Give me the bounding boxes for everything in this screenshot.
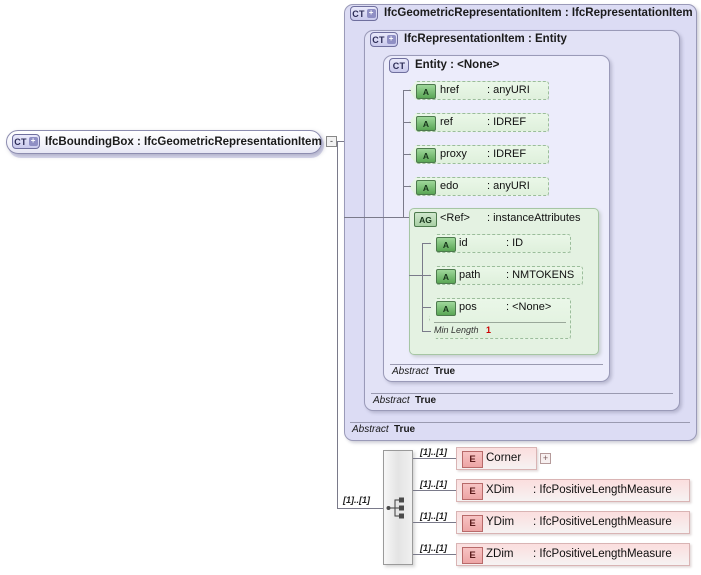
abstract-divider-l1	[350, 422, 690, 423]
element-multiplicity-ydim: [1]..[1]	[420, 511, 447, 521]
connector-root-trunk	[337, 141, 338, 508]
ct-badge-icon-root: CT+	[12, 134, 40, 149]
connector-seq-zdim	[413, 554, 458, 555]
ct-badge-icon-l3: CT	[389, 58, 409, 73]
attribute-type-href: : anyURI	[487, 84, 530, 96]
connector-seq-ydim	[413, 522, 458, 523]
connector-attr-proxy	[403, 154, 411, 155]
element-name-ydim: YDim	[486, 516, 515, 528]
element-name-corner: Corner	[486, 452, 522, 464]
attribute-name-id: id	[459, 237, 468, 249]
connector-ag-pos	[422, 307, 431, 308]
attribute-name-proxy: proxy	[440, 148, 467, 160]
connector-ag-spine	[422, 243, 423, 331]
element-multiplicity-zdim: [1]..[1]	[420, 543, 447, 553]
attribute-badge-icon-ref: A	[416, 116, 436, 131]
expand-plus-icon-l2: +	[386, 35, 396, 44]
element-name-xdim: XDim	[486, 484, 515, 496]
root-title: IfcBoundingBox : IfcGeometricRepresentat…	[45, 136, 322, 148]
element-expander-corner[interactable]: +	[540, 453, 551, 464]
attribute-group-name: <Ref>	[440, 212, 470, 224]
connector-ag-id	[422, 243, 431, 244]
sequence-compositor-icon	[386, 497, 404, 519]
connector-seq-xdim	[413, 490, 458, 491]
ct-badge-text-root: CT	[14, 136, 27, 147]
attribute-name-path: path	[459, 269, 481, 281]
attribute-name-pos: pos	[459, 301, 477, 313]
attribute-badge-icon-href: A	[416, 84, 436, 99]
connector-inner-horizontal-ag	[344, 217, 409, 218]
root-complextype-ifcboundingbox[interactable]	[6, 130, 322, 154]
connector-ag-entry	[409, 275, 422, 276]
connector-root-horizontal	[337, 141, 344, 142]
container-title-l1: IfcGeometricRepresentationItem : IfcRepr…	[384, 7, 693, 19]
facet-label-min-length: Min Length	[434, 325, 479, 335]
ct-badge-icon-l1: CT+	[350, 6, 378, 21]
abstract-value-l1: True	[394, 424, 416, 435]
connector-attr-href	[403, 90, 411, 91]
attribute-type-id: : ID	[506, 237, 524, 249]
connector-ag-path	[422, 275, 431, 276]
element-type-ydim: : IfcPositiveLengthMeasure	[533, 516, 672, 528]
attribute-group-type: : instanceAttributes	[487, 212, 581, 224]
ct-badge-text-l2: CT	[372, 34, 385, 45]
attribute-badge-icon-edo: A	[416, 180, 436, 195]
element-badge-icon-corner: E	[462, 451, 483, 468]
expand-plus-icon-l1: +	[366, 9, 376, 18]
element-multiplicity-xdim: [1]..[1]	[420, 479, 447, 489]
facet-value-min-length: 1	[486, 325, 492, 335]
abstract-label-l3: Abstract	[392, 366, 429, 377]
attribute-type-path: : NMTOKENS	[506, 269, 575, 281]
attribute-badge-icon-path: A	[436, 269, 456, 284]
element-badge-icon-ydim: E	[462, 515, 483, 532]
abstract-label-l2: Abstract	[373, 395, 410, 406]
attribute-type-ref: : IDREF	[487, 116, 527, 128]
element-badge-icon-xdim: E	[462, 483, 483, 500]
facet-divider	[434, 322, 566, 323]
ct-badge-text-l1: CT	[352, 8, 365, 19]
connector-attr-ref	[403, 122, 411, 123]
attribute-badge-icon-proxy: A	[416, 148, 436, 163]
element-row-zdim[interactable]	[456, 543, 690, 566]
abstract-value-l2: True	[415, 395, 437, 406]
abstract-label-l1: Abstract	[352, 424, 389, 435]
attribute-type-edo: : anyURI	[487, 180, 530, 192]
container-title-l2: IfcRepresentationItem : Entity	[404, 33, 567, 45]
attribute-name-edo: edo	[440, 180, 459, 192]
root-expander-toggle[interactable]: -	[326, 136, 337, 147]
attribute-name-ref: ref	[440, 116, 453, 128]
element-name-zdim: ZDim	[486, 548, 514, 560]
connector-attr-edo	[403, 186, 411, 187]
sequence-multiplicity: [1]..[1]	[343, 495, 370, 505]
ct-badge-icon-l2: CT+	[370, 32, 398, 47]
abstract-divider-l2	[371, 393, 673, 394]
ct-badge-text-l3: CT	[392, 60, 406, 71]
attribute-badge-icon-id: A	[436, 237, 456, 252]
connector-seq-corner	[413, 458, 458, 459]
element-row-ydim[interactable]	[456, 511, 690, 534]
element-row-xdim[interactable]	[456, 479, 690, 502]
attribute-type-proxy: : IDREF	[487, 148, 527, 160]
element-type-xdim: : IfcPositiveLengthMeasure	[533, 484, 672, 496]
abstract-divider-l3	[390, 364, 603, 365]
connector-ag-facet	[422, 331, 431, 332]
element-type-zdim: : IfcPositiveLengthMeasure	[533, 548, 672, 560]
expand-plus-icon-root: +	[28, 137, 38, 146]
attribute-type-pos: : <None>	[506, 301, 552, 313]
attribute-badge-icon-pos: A	[436, 301, 456, 316]
connector-attr-spine	[403, 90, 404, 217]
element-multiplicity-corner: [1]..[1]	[420, 447, 447, 457]
attribute-name-href: href	[440, 84, 459, 96]
element-badge-icon-zdim: E	[462, 547, 483, 564]
attribute-group-badge-icon: AG	[414, 212, 437, 227]
abstract-value-l3: True	[434, 366, 456, 377]
connector-sequence-horizontal	[337, 508, 383, 509]
container-title-l3: Entity : <None>	[415, 59, 500, 71]
